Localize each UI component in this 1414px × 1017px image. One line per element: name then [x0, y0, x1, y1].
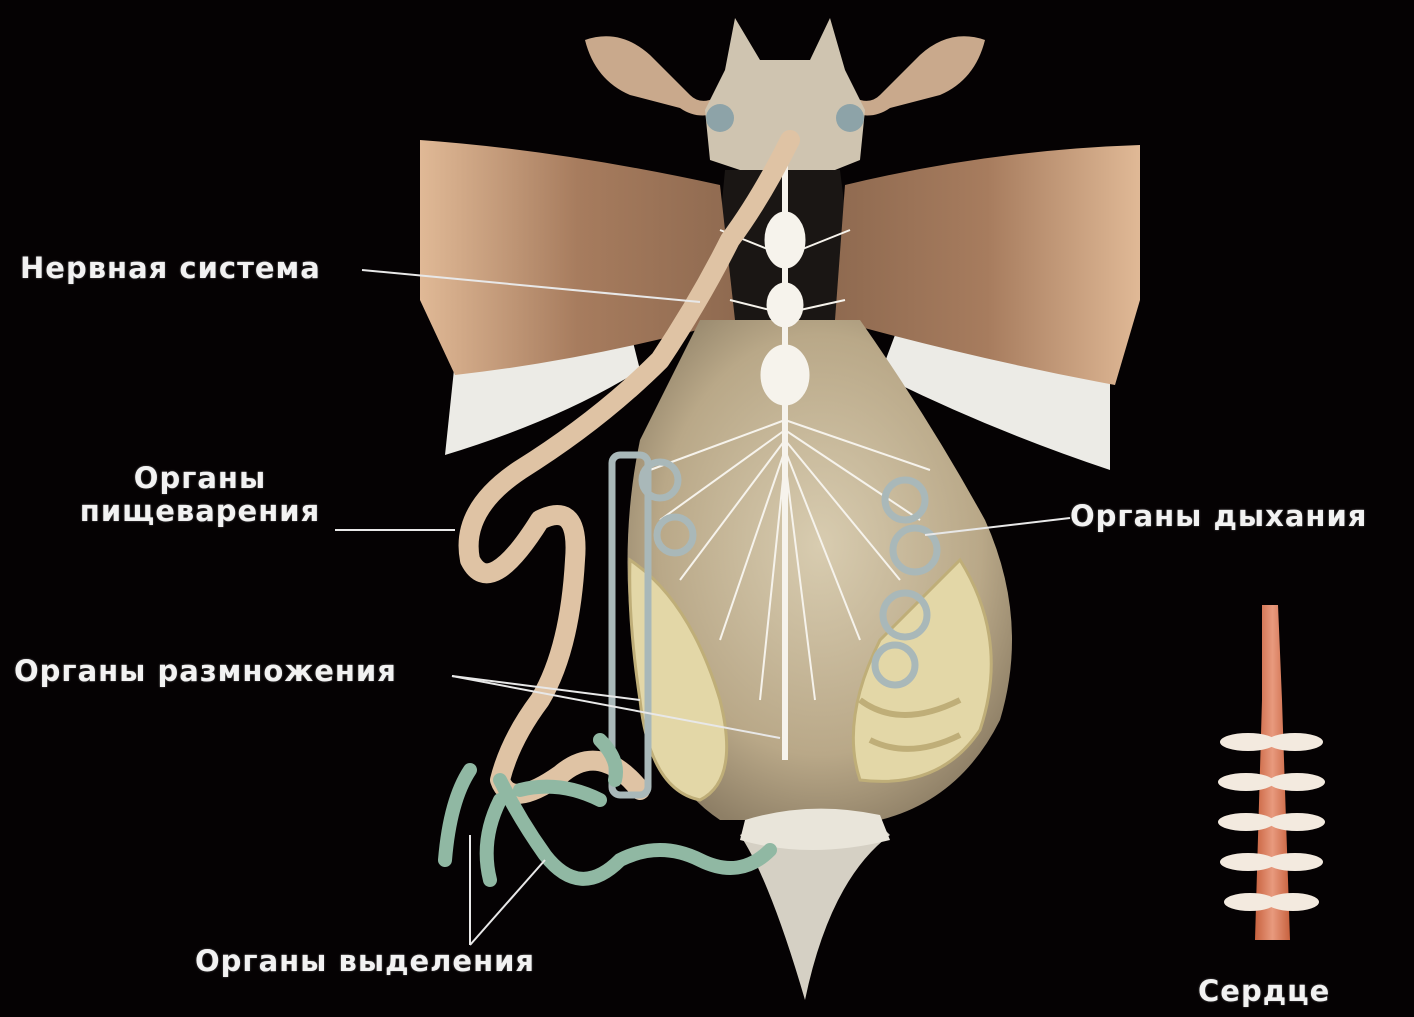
label-nervous-system: Нервная система — [20, 252, 321, 285]
label-respiratory-organs: Органы дыхания — [1070, 500, 1367, 533]
label-reproductive-organs: Органы размножения — [14, 655, 397, 688]
label-digestive-line1: Органы — [60, 462, 340, 495]
label-digestive-line2: пищеварения — [60, 495, 340, 528]
label-heart: Сердце — [1198, 975, 1330, 1008]
label-digestive-organs: Органы пищеварения — [60, 462, 340, 529]
heart-organ — [1218, 605, 1325, 940]
label-excretory-organs: Органы выделения — [195, 945, 535, 978]
